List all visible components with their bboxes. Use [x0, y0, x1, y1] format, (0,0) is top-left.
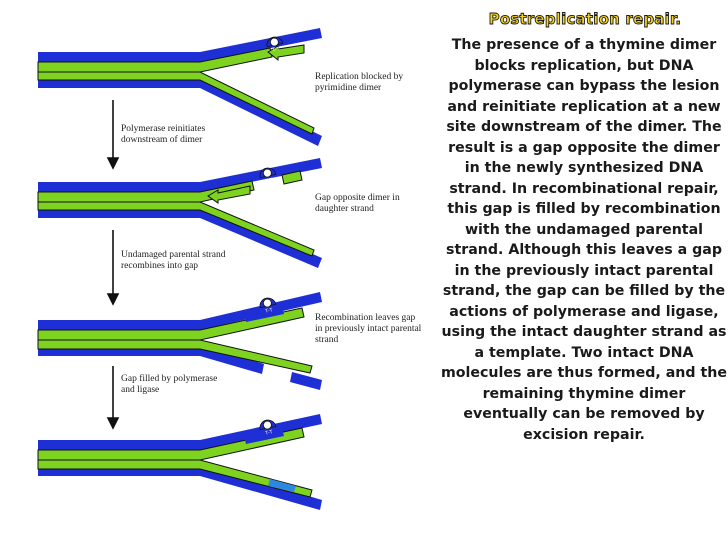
daughter-strand-bottom — [37, 71, 315, 135]
thymine-dimer: T-T — [259, 167, 277, 185]
stage-3: T-T — [37, 292, 322, 390]
thymine-dimer: T-T — [259, 297, 277, 315]
parental-strand-top — [38, 414, 322, 450]
dimer-label: T-T — [272, 46, 281, 53]
filled-gap-patch — [268, 479, 296, 492]
stage-2: T-T — [37, 158, 322, 268]
step-arrow-head-1 — [106, 157, 120, 170]
daughter-strand-bottom — [37, 339, 313, 374]
arrow-label-1: Polymerase reinitiates downstream of dim… — [121, 124, 206, 145]
recombined-patch — [244, 428, 284, 444]
step-arrow-head-3 — [106, 417, 120, 430]
step-arrow-head-2 — [106, 293, 120, 306]
parental-strand-top — [38, 28, 322, 62]
dimer-label: T-T — [265, 307, 274, 314]
postreplication-repair-diagram: T-T T-T T-T — [37, 28, 322, 510]
recombined-patch — [244, 306, 284, 322]
polymerase-arrow — [207, 185, 251, 204]
step-arrows — [106, 100, 120, 430]
parental-strand-bottom-left — [38, 344, 264, 374]
slide-description: The presence of a thymine dimer blocks r… — [441, 37, 727, 443]
thymine-dimer: T-T — [259, 419, 277, 437]
parental-strand-top — [38, 292, 322, 330]
stage-1: T-T — [37, 28, 322, 146]
polymerase-arrow — [267, 44, 305, 62]
stage-4: T-T — [37, 414, 322, 510]
right-label-3: Recombination leaves gap in previously i… — [315, 313, 422, 345]
thymine-dimer: T-T — [266, 36, 284, 54]
slide-title: Postreplication repair. — [488, 10, 682, 29]
arrow-label-2: Undamaged parental strand recombines int… — [121, 250, 226, 271]
parental-strand-bottom — [38, 464, 322, 510]
parental-strand-bottom-right — [290, 372, 322, 390]
right-label-2: Gap opposite dimer in daughter strand — [315, 193, 400, 214]
parental-strand-top — [38, 158, 322, 192]
dimer-label: T-T — [265, 177, 274, 184]
daughter-strand-bottom — [37, 201, 315, 257]
dimer-label: T-T — [265, 429, 274, 436]
daughter-strand-top-right — [281, 170, 303, 185]
daughter-strand-bottom — [37, 459, 313, 498]
right-label-1: Replication blocked by pyrimidine dimer — [315, 72, 404, 93]
arrow-label-3: Gap filled by polymerase and ligase — [121, 374, 218, 395]
